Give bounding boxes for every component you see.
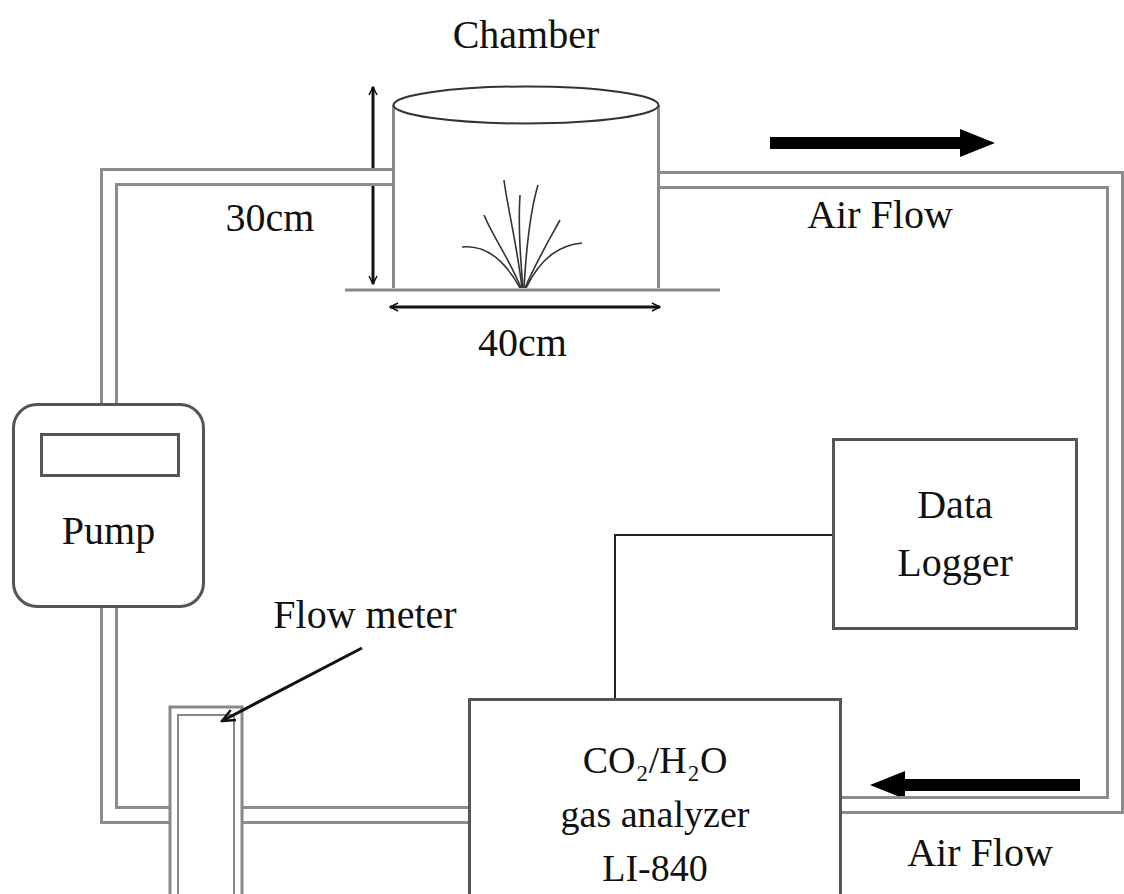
node-text: Chamber bbox=[392, 10, 660, 60]
air-pipe bbox=[109, 177, 392, 403]
ground-line bbox=[345, 289, 720, 292]
chamber-node: Chamber bbox=[392, 10, 660, 290]
air-flow-arrow bbox=[870, 771, 1080, 799]
width-dimension bbox=[390, 306, 660, 309]
air-flow-arrow bbox=[770, 129, 995, 157]
flow-label: Air Flow bbox=[770, 190, 990, 240]
flow-meter-outline bbox=[170, 707, 242, 894]
signal-wire bbox=[615, 535, 832, 698]
pump-box: Pump bbox=[12, 403, 205, 608]
plant bbox=[462, 180, 582, 288]
analyzer-box: CO₂/H₂O gas analyzer LI-840 bbox=[468, 698, 842, 894]
flow-meter-inner bbox=[178, 715, 234, 894]
flow-label: Air Flow bbox=[870, 828, 1090, 878]
node-text: Pump bbox=[15, 506, 202, 556]
leader-arrow bbox=[222, 648, 362, 721]
pump-display bbox=[40, 433, 180, 477]
node-text: CO₂/H₂O gas analyzer LI-840 bbox=[560, 733, 750, 894]
dimension-label: 40cm bbox=[440, 318, 605, 368]
chamber-cylinder bbox=[392, 85, 660, 288]
part-label: Flow meter bbox=[240, 590, 490, 640]
logger-box: Data Logger bbox=[832, 438, 1078, 630]
flow-meter-tube bbox=[170, 707, 242, 894]
node-text: Data Logger bbox=[870, 476, 1040, 592]
air-pipe bbox=[109, 608, 468, 815]
dimension-label: 30cm bbox=[205, 193, 335, 243]
